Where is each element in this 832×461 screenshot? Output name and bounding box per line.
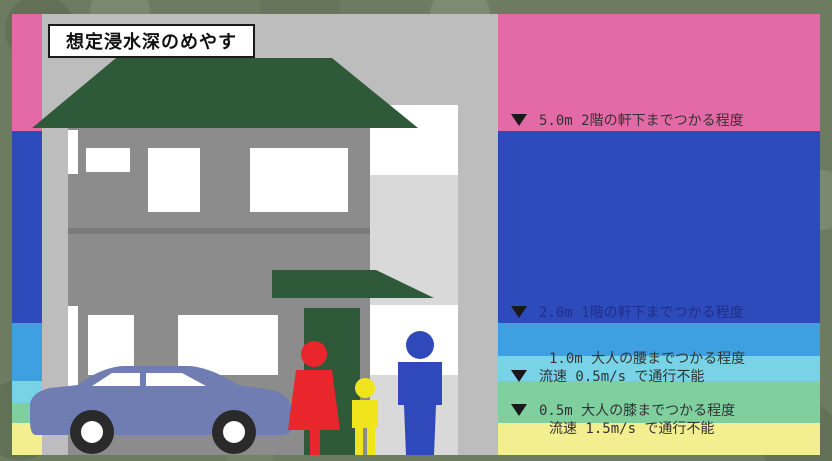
band-1-2m: [498, 323, 820, 356]
diagram-title: 想定浸水深のめやす: [48, 24, 255, 58]
level-label-2m: 2.0m 1階の軒下までつかる程度: [511, 304, 744, 322]
left-band-1-2m: [12, 323, 42, 381]
house: [32, 58, 458, 455]
window: [250, 148, 348, 212]
band-under-03m: [498, 423, 820, 455]
level-marker-icon: [511, 404, 527, 416]
window: [148, 148, 200, 212]
window: [86, 148, 130, 172]
entrance-awning: [272, 270, 434, 298]
car: [30, 366, 292, 454]
person-man: [398, 331, 442, 455]
band-05-1m: [498, 356, 820, 381]
band-03-05m: [498, 381, 820, 423]
window: [68, 130, 78, 174]
band-2-5m: [498, 131, 820, 323]
left-band-over-5m: [12, 14, 42, 131]
level-marker-icon: [511, 114, 527, 126]
person-child: [352, 378, 378, 455]
level-label-5m: 5.0m 2階の軒下までつかる程度: [511, 112, 744, 130]
person-woman: [288, 341, 340, 455]
window: [88, 315, 134, 375]
left-band-2-5m: [12, 131, 42, 323]
level-marker-icon: [511, 306, 527, 318]
house-roof: [32, 58, 418, 128]
level-marker-icon: [511, 370, 527, 382]
window: [178, 315, 278, 375]
window: [68, 306, 78, 386]
level-label-1m: 1.0m 大人の腰までつかる程度 流速 0.5m/s で通行不能: [511, 350, 745, 386]
band-over-5m: [498, 14, 820, 131]
level-label-05m: 0.5m 大人の膝までつかる程度 流速 1.5m/s で通行不能: [511, 402, 735, 438]
